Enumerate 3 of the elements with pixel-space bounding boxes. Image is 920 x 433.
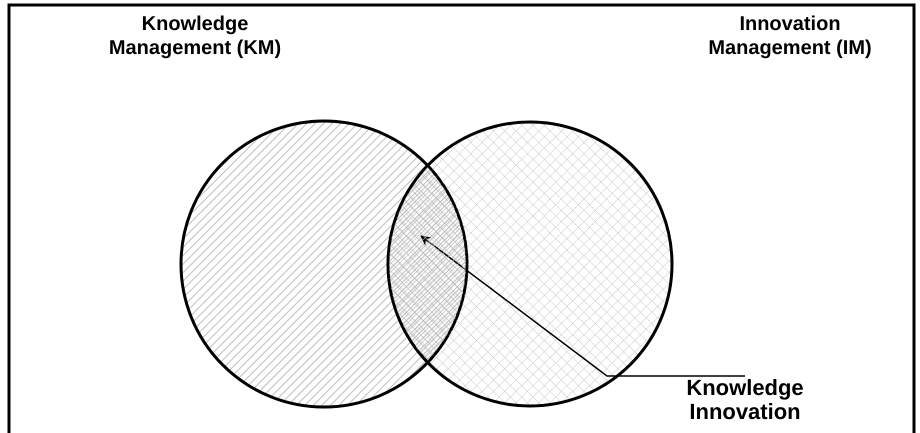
set-label: Innovation Management (IM) [707,12,873,60]
set-label: Knowledge Management (KM) [108,12,282,60]
callout-label: Knowledge Innovation [685,376,805,424]
